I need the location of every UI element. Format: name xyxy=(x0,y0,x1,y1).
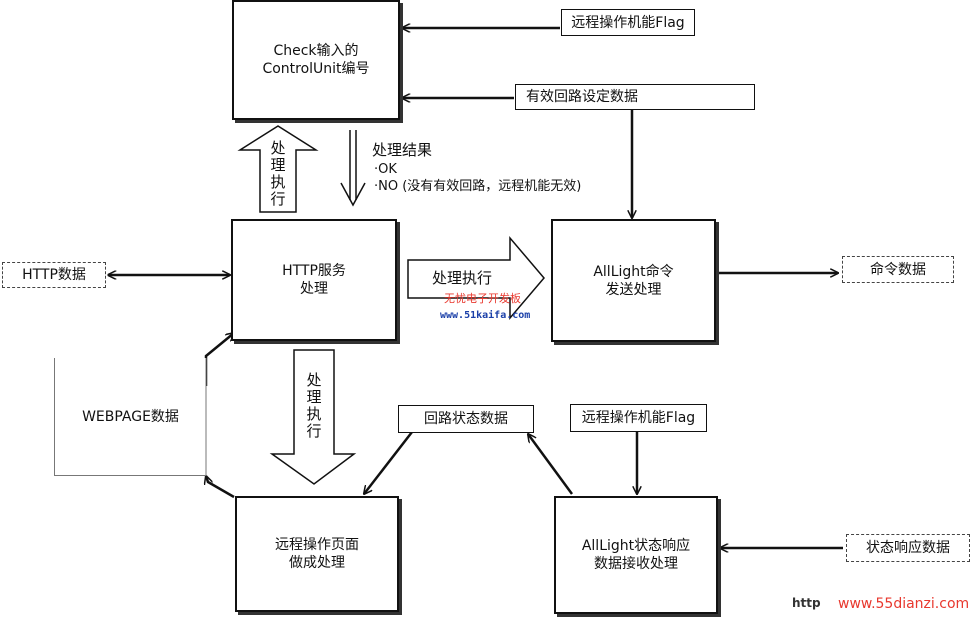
node-alllight-recv: AllLight状态响应 数据接收处理 xyxy=(554,496,718,614)
data-valid-loop-label: 有效回路设定数据 xyxy=(526,89,638,105)
node-remote-page-label: 远程操作页面 做成处理 xyxy=(275,537,359,571)
ext-cmd-data-label: 命令数据 xyxy=(870,261,926,278)
data-remote-flag-top: 远程操作机能Flag xyxy=(561,9,695,36)
node-http-service-label: HTTP服务 处理 xyxy=(282,263,346,297)
result-title: 处理结果 xyxy=(372,141,433,159)
block-arrow-right xyxy=(407,235,545,321)
node-check-control-unit: Check输入的 ControlUnit编号 xyxy=(232,0,400,120)
block-arrow-down xyxy=(269,349,357,485)
ext-status-resp-data: 状态响应数据 xyxy=(846,534,970,562)
data-loop-status: 回路状态数据 xyxy=(398,405,534,433)
ext-status-resp-data-label: 状态响应数据 xyxy=(866,540,950,556)
arrow-loopstatus-to-page xyxy=(364,431,413,494)
data-remote-flag-top-label: 远程操作机能Flag xyxy=(571,14,685,31)
node-http-service: HTTP服务 处理 xyxy=(231,219,397,341)
node-alllight-recv-label: AllLight状态响应 数据接收处理 xyxy=(581,538,691,572)
down-exec-label: 处 理 执 行 xyxy=(306,371,322,440)
watermark-mid-cn: 无忧电子开发板 xyxy=(444,292,521,305)
result-no: ·NO (没有有效回路，远程机能无效) xyxy=(374,179,582,194)
watermark-corner-prefix: http xyxy=(792,596,821,610)
watermark-corner-url: www.55dianzi.com xyxy=(838,596,970,612)
result-ok: ·OK xyxy=(374,162,397,177)
node-alllight-send: AllLight命令 发送处理 xyxy=(551,219,716,342)
node-webpage-data-label: WEBPAGE数据 xyxy=(82,408,179,425)
node-remote-page: 远程操作页面 做成处理 xyxy=(235,496,399,612)
node-webpage-data: WEBPAGE数据 xyxy=(54,358,206,476)
data-remote-flag-bottom: 远程操作机能Flag xyxy=(570,404,707,432)
data-loop-status-label: 回路状态数据 xyxy=(424,411,508,427)
arrow-recv-to-loopstatus xyxy=(528,434,574,495)
block-arrow-up xyxy=(237,125,319,213)
node-alllight-send-label: AllLight命令 发送处理 xyxy=(593,263,674,298)
ext-cmd-data: 命令数据 xyxy=(842,256,954,283)
arrow-page-to-webpage xyxy=(206,476,235,499)
watermark-mid-url: www.51kaifa.com xyxy=(440,310,531,321)
webpage-data-right-edge xyxy=(205,358,207,476)
result-arrow xyxy=(340,130,366,207)
right-exec-label: 处理执行 xyxy=(432,269,493,287)
data-valid-loop: 有效回路设定数据 xyxy=(515,84,755,110)
up-exec-label: 处 理 执 行 xyxy=(270,139,286,208)
ext-http-data: HTTP数据 xyxy=(2,262,106,288)
data-remote-flag-bottom-label: 远程操作机能Flag xyxy=(581,410,696,426)
ext-http-data-label: HTTP数据 xyxy=(22,267,86,283)
node-check-control-unit-label: Check输入的 ControlUnit编号 xyxy=(262,43,370,77)
